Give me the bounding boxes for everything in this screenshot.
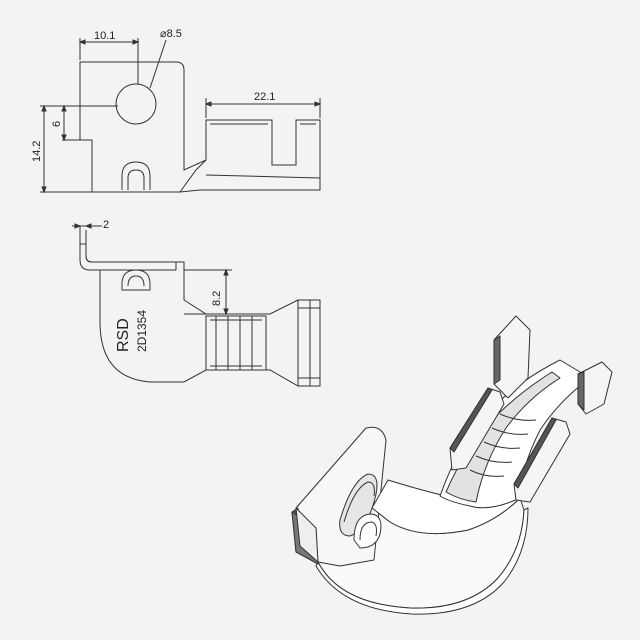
dim-hole-leader xyxy=(149,39,167,89)
iso-flange-left-face xyxy=(493,335,501,385)
dim-text-10-1: 10.1 xyxy=(94,30,115,42)
dim-text-22-1: 22.1 xyxy=(254,91,275,103)
dim-text-hole-diameter: ⌀8.5 xyxy=(160,28,182,40)
crimp-ribs xyxy=(210,316,262,370)
top-view-bend xyxy=(179,159,207,193)
slot-side-inner xyxy=(127,275,145,287)
dim-10-1-lines xyxy=(79,38,139,84)
iso-body-band xyxy=(315,507,529,615)
dim-10-1-arrows xyxy=(78,39,140,45)
slot-side xyxy=(121,269,151,291)
stud-hole xyxy=(115,83,157,125)
dim-text-6: 6 xyxy=(51,121,63,127)
top-view xyxy=(40,38,322,194)
slot-top-inner xyxy=(127,169,145,190)
dim-8-2-lines xyxy=(184,269,232,315)
dim-2-lines xyxy=(72,225,102,244)
dim-22-1-lines xyxy=(205,98,321,118)
side-view-flange xyxy=(297,300,320,386)
side-view-outline xyxy=(79,243,321,387)
iso-slot-inner xyxy=(359,521,377,541)
crimp-barrel xyxy=(205,315,267,371)
iso-wall-left-top xyxy=(449,387,493,453)
top-view-flange xyxy=(205,123,321,179)
dim-22-1-arrows xyxy=(204,101,322,107)
iso-serrations xyxy=(469,413,537,477)
dim-14-2-lines xyxy=(40,105,92,193)
iso-wall-right-top xyxy=(513,417,557,489)
iso-plate-hole-depth xyxy=(343,481,375,523)
dim-text-14-2: 14.2 xyxy=(31,141,43,162)
dim-6-arrows xyxy=(61,104,67,142)
dim-6-lines xyxy=(62,105,118,141)
side-view-tab-top xyxy=(85,255,177,270)
slot-top xyxy=(121,161,151,190)
dim-2-arrows xyxy=(74,223,92,229)
marking-brand: RSD xyxy=(115,318,132,352)
dim-14-2-arrows xyxy=(41,104,47,194)
marking-part-code: 2D1354 xyxy=(135,310,149,352)
iso-flange-right-face xyxy=(577,371,585,411)
dim-text-2: 2 xyxy=(103,219,109,231)
iso-plate-hole xyxy=(339,473,378,537)
iso-slot xyxy=(353,513,382,549)
top-view-outline xyxy=(79,61,321,193)
isometric-view xyxy=(291,315,613,615)
dim-text-8-2: 8.2 xyxy=(211,291,223,306)
side-view xyxy=(72,223,321,387)
iso-plate-front xyxy=(295,507,319,563)
dim-8-2-arrows xyxy=(223,268,229,316)
